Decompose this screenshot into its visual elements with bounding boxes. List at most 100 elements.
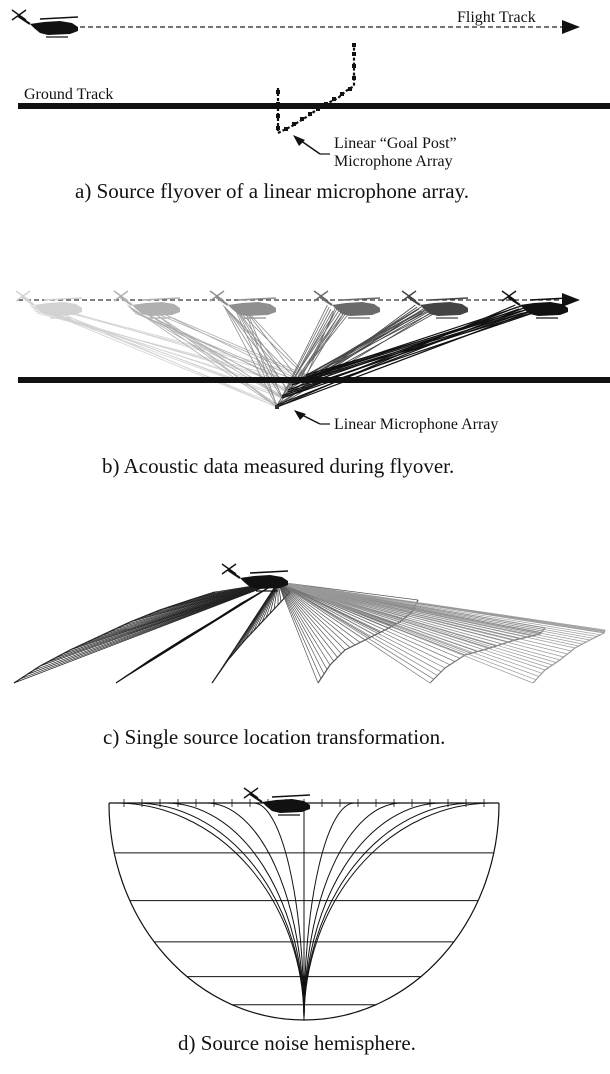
helicopter-icon (220, 562, 290, 593)
microphone-marker (284, 127, 288, 131)
ray-endpoint-curve (211, 591, 291, 684)
transformed-ray (277, 581, 331, 666)
microphone-marker (300, 117, 304, 121)
acoustic-ray (150, 310, 283, 399)
acoustic-ray (147, 306, 307, 376)
arrow-head-icon (562, 20, 580, 34)
transformed-ray (277, 581, 598, 637)
microphone-markers (276, 43, 356, 131)
transformed-ray-fans (13, 581, 606, 684)
acoustic-ray (298, 304, 346, 381)
transformed-ray (277, 581, 557, 663)
meridian-line (303, 802, 355, 1021)
microphone-marker (348, 87, 352, 91)
array-label-line1: Linear “Goal Post” (334, 135, 457, 152)
helicopter-icon (10, 8, 80, 39)
acoustic-ray (143, 312, 293, 386)
caption-c: c) Single source location transformation… (103, 725, 445, 749)
arrow-head-icon (562, 293, 580, 307)
transformed-ray (277, 581, 601, 636)
acoustic-ray (52, 310, 283, 399)
acoustic-ray (50, 308, 278, 408)
caption-d: d) Source noise hemisphere. (178, 1031, 416, 1055)
meridian-line (115, 802, 305, 1021)
helicopter-icon (14, 289, 84, 320)
transformed-ray (277, 581, 579, 647)
transformed-ray (277, 581, 456, 662)
array-label-line2: Microphone Array (334, 153, 453, 170)
flight-track-label: Flight Track (457, 9, 536, 26)
acoustic-ray (244, 308, 278, 408)
acoustic-ray (276, 306, 527, 406)
helicopter-icon (312, 289, 382, 320)
ray-endpoint-curve (13, 591, 216, 684)
acoustic-ray (281, 310, 539, 399)
acoustic-ray (305, 304, 525, 378)
transformed-ray (277, 581, 549, 668)
meridian-line (166, 802, 305, 1021)
microphone-marker (352, 43, 356, 47)
acoustic-ray (291, 312, 532, 386)
microphone-marker (352, 76, 356, 80)
ground-track-label: Ground Track (24, 86, 113, 103)
transformed-ray (277, 581, 587, 643)
acoustic-ray (34, 310, 293, 384)
transformed-ray (277, 581, 419, 601)
transformed-ray (277, 581, 594, 639)
microphone-marker (276, 114, 280, 118)
transformed-ray (277, 581, 543, 674)
ray-endpoint-curve (115, 593, 259, 684)
transformed-ray (277, 581, 546, 671)
acoustic-ray (233, 306, 278, 406)
transformed-ray (257, 581, 279, 627)
ray-endpoint-curve (429, 627, 546, 684)
acoustic-ray (276, 308, 350, 408)
meridian-line (303, 802, 442, 1021)
arrow-head-icon (293, 135, 305, 146)
acoustic-ray (148, 308, 278, 408)
panel-d: d) Source noise hemisphere. (108, 786, 500, 1055)
microphone-marker (324, 102, 328, 106)
microphone-marker (332, 97, 336, 101)
helicopter-icon (112, 289, 182, 320)
microphone-marker (276, 90, 280, 94)
microphone-marker (340, 92, 344, 96)
transformed-ray (277, 581, 583, 645)
transformed-ray (277, 581, 434, 680)
panel-c: c) Single source location transformation… (13, 562, 606, 749)
acoustic-ray (291, 312, 432, 386)
transformed-ray (277, 581, 446, 669)
acoustic-ray (305, 304, 337, 378)
acoustic-ray (223, 304, 278, 408)
acoustic-ray (45, 312, 293, 386)
transformed-ray (277, 581, 361, 643)
transformed-ray (277, 581, 325, 675)
meridian-line (206, 802, 305, 1021)
microphone-array-icon (275, 405, 279, 409)
helicopter-positions (14, 289, 570, 320)
transformed-ray (277, 581, 591, 641)
panel-b: Linear Microphone Array b) Acoustic data… (14, 289, 610, 478)
acoustic-ray (246, 310, 283, 399)
helicopter-icon (208, 289, 278, 320)
helicopter-icon (242, 786, 312, 817)
meridian-line (253, 802, 305, 1021)
acoustic-ray (276, 308, 538, 408)
acoustic-ray (136, 304, 307, 378)
microphone-marker (308, 112, 312, 116)
microphone-marker (292, 122, 296, 126)
acoustic-ray-bundle (29, 304, 539, 408)
transformed-ray (277, 581, 553, 666)
transformed-ray (277, 581, 606, 631)
acoustic-ray (298, 304, 434, 381)
transformed-ray (277, 581, 576, 649)
array-label: Linear Microphone Array (334, 416, 498, 433)
meridian-line (303, 802, 402, 1021)
transformed-ray (277, 581, 431, 684)
acoustic-ray (239, 312, 293, 386)
transformed-ray (277, 581, 335, 662)
transformed-ray (277, 581, 328, 670)
transformed-ray (277, 581, 319, 684)
noise-hemisphere-grid (108, 799, 500, 1021)
